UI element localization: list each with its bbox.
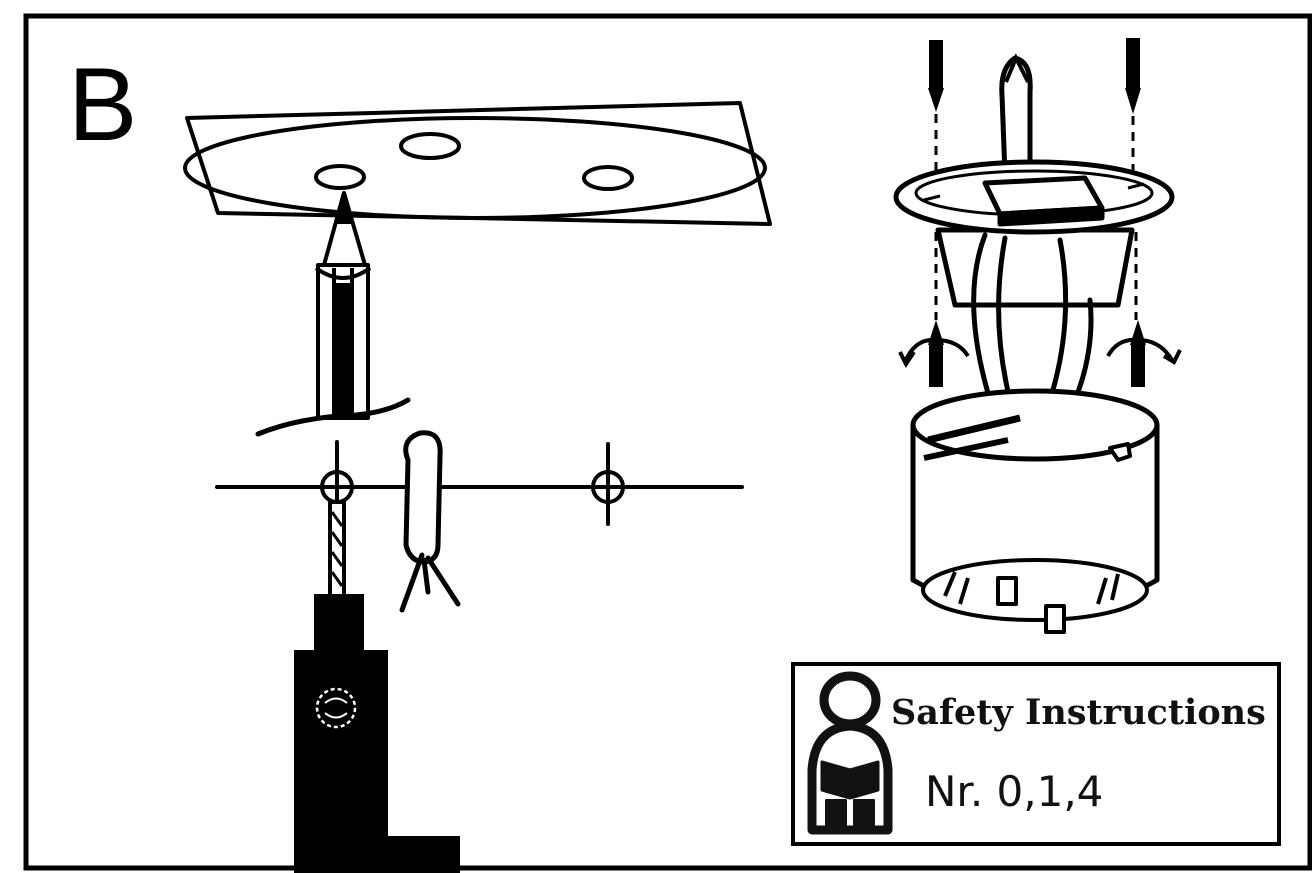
screw-top-left	[928, 40, 944, 170]
pencil-illustration	[314, 191, 372, 420]
step-letter: B	[68, 47, 137, 163]
reading-person-icon	[807, 671, 893, 835]
template-base-outline	[183, 116, 767, 220]
ceiling-cable-illustration	[399, 430, 461, 613]
screw-top-right	[1125, 38, 1141, 172]
panel-border	[23, 13, 1312, 871]
marking-template-illustration	[183, 101, 772, 226]
drill-marking-line	[215, 440, 744, 526]
template-hole	[314, 164, 366, 190]
template-hole	[399, 132, 461, 160]
power-drill-illustration	[294, 500, 460, 873]
screw-bottom-right	[1106, 320, 1182, 387]
template-sheet	[185, 101, 772, 226]
cable-arrow-tip	[1004, 53, 1030, 83]
detector-housing	[910, 388, 1160, 634]
template-hole	[582, 165, 634, 191]
hand-outline	[255, 397, 411, 437]
safety-instructions-title: Safety Instructions	[891, 692, 1266, 733]
safety-instructions-numbers: Nr. 0,1,4	[925, 767, 1103, 816]
internal-wires	[971, 232, 1094, 403]
mounting-base-plate	[893, 159, 1175, 308]
drill-logo-icon	[315, 687, 357, 729]
screw-bottom-left	[898, 320, 970, 387]
